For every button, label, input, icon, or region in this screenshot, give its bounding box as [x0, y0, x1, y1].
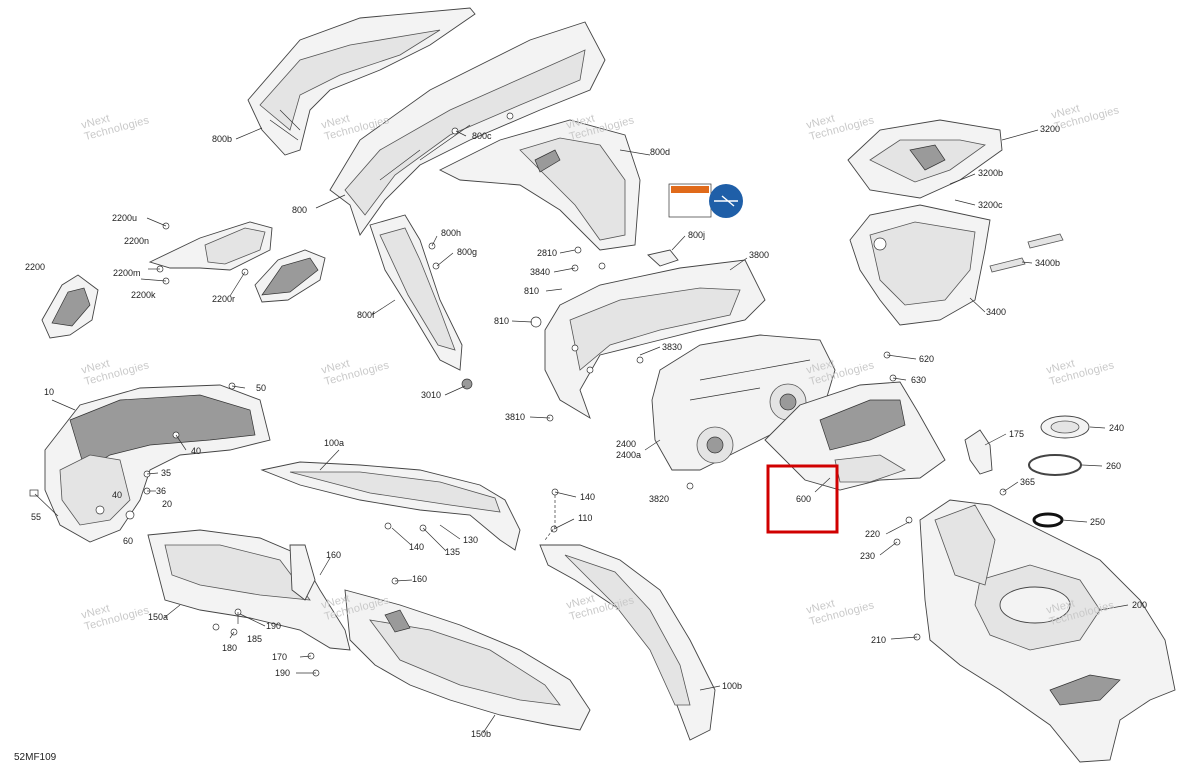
label-40-a: 40 — [191, 446, 201, 456]
label-2400a: 2400a — [616, 450, 641, 460]
part-3400-bin — [849, 204, 1064, 326]
label-50: 50 — [256, 383, 266, 393]
label-150b: 150b — [471, 729, 491, 739]
leader-lines — [34, 127, 1129, 734]
label-3830: 3830 — [662, 342, 682, 352]
label-100b: 100b — [722, 681, 742, 691]
label-185: 185 — [247, 634, 262, 644]
label-800: 800 — [292, 205, 307, 215]
label-250: 250 — [1090, 517, 1105, 527]
label-190-b: 190 — [275, 668, 290, 678]
part-3200-lid — [847, 119, 1003, 199]
part-800b — [247, 7, 476, 156]
label-200: 200 — [1132, 600, 1147, 610]
label-365: 365 — [1020, 477, 1035, 487]
part-175-bracket — [964, 429, 993, 475]
label-3820: 3820 — [649, 494, 669, 504]
part-2200-mirror — [41, 221, 326, 339]
label-36: 36 — [156, 486, 166, 496]
label-2200m: 2200m — [113, 268, 141, 278]
label-810-b: 810 — [494, 316, 509, 326]
part-10-taillight — [29, 384, 271, 543]
part-800f — [369, 214, 463, 371]
label-35: 35 — [161, 468, 171, 478]
label-55: 55 — [31, 512, 41, 522]
label-230: 230 — [860, 551, 875, 561]
label-240: 240 — [1109, 423, 1124, 433]
part-100b-trim — [539, 544, 716, 741]
label-175: 175 — [1009, 429, 1024, 439]
part-800d — [438, 119, 641, 251]
label-800j: 800j — [688, 230, 705, 240]
part-260-gasket — [1028, 454, 1082, 476]
label-800g: 800g — [457, 247, 477, 257]
part-3800-support — [544, 259, 766, 420]
label-100a: 100a — [324, 438, 344, 448]
label-3200b: 3200b — [978, 168, 1003, 178]
label-2200r: 2200r — [212, 294, 235, 304]
label-180: 180 — [222, 643, 237, 653]
part-3010 — [461, 378, 473, 390]
label-2200k: 2200k — [131, 290, 156, 300]
label-110: 110 — [578, 513, 592, 523]
label-130: 130 — [463, 535, 478, 545]
label-160-b: 160 — [412, 574, 427, 584]
label-620: 620 — [919, 354, 934, 364]
label-140-b: 140 — [409, 542, 424, 552]
label-630: 630 — [911, 375, 926, 385]
label-2200n: 2200n — [124, 236, 149, 246]
part-240-ring — [1040, 415, 1090, 439]
label-3200c: 3200c — [978, 200, 1003, 210]
part-600-panel — [764, 381, 946, 491]
label-600: 600 — [796, 494, 811, 504]
part-150a-side-panel — [147, 529, 351, 651]
label-3400: 3400 — [986, 307, 1006, 317]
label-3010: 3010 — [421, 390, 441, 400]
part-250-oring — [1032, 512, 1064, 528]
label-800f: 800f — [357, 310, 375, 320]
label-800b: 800b — [212, 134, 232, 144]
label-3800: 3800 — [749, 250, 769, 260]
label-3200: 3200 — [1040, 124, 1060, 134]
label-220: 220 — [865, 529, 880, 539]
label-3840: 3840 — [530, 267, 550, 277]
label-190-a: 190 — [266, 621, 281, 631]
highlight-box — [766, 464, 839, 534]
label-3810: 3810 — [505, 412, 525, 422]
diagram-code: 52MF109 — [14, 752, 57, 763]
label-2810: 2810 — [537, 248, 557, 258]
label-260: 260 — [1106, 461, 1121, 471]
label-150a: 150a — [148, 612, 168, 622]
label-20: 20 — [162, 499, 172, 509]
label-2400: 2400 — [616, 439, 636, 449]
label-3400b: 3400b — [1035, 258, 1060, 268]
part-100a-trim — [260, 461, 521, 551]
label-135: 135 — [445, 547, 460, 557]
label-2200u: 2200u — [112, 213, 137, 223]
part-labels: 800b 800 800c 800d 800h 800g 800f 800j 3… — [25, 124, 1147, 739]
label-2200: 2200 — [25, 262, 45, 272]
label-800d: 800d — [650, 147, 670, 157]
part-800 — [329, 21, 606, 236]
part-800j-decal — [647, 183, 743, 267]
label-210: 210 — [871, 635, 886, 645]
label-10: 10 — [44, 387, 54, 397]
label-160-a: 160 — [326, 550, 341, 560]
label-170: 170 — [272, 652, 287, 662]
label-800c: 800c — [472, 131, 492, 141]
part-150b-side-panel — [344, 589, 591, 731]
label-800h: 800h — [441, 228, 461, 238]
label-40-b: 40 — [112, 490, 122, 500]
label-810-a: 810 — [524, 286, 539, 296]
label-140-a: 140 — [580, 492, 595, 502]
part-200-tank-cover — [919, 499, 1176, 763]
label-60: 60 — [123, 536, 133, 546]
